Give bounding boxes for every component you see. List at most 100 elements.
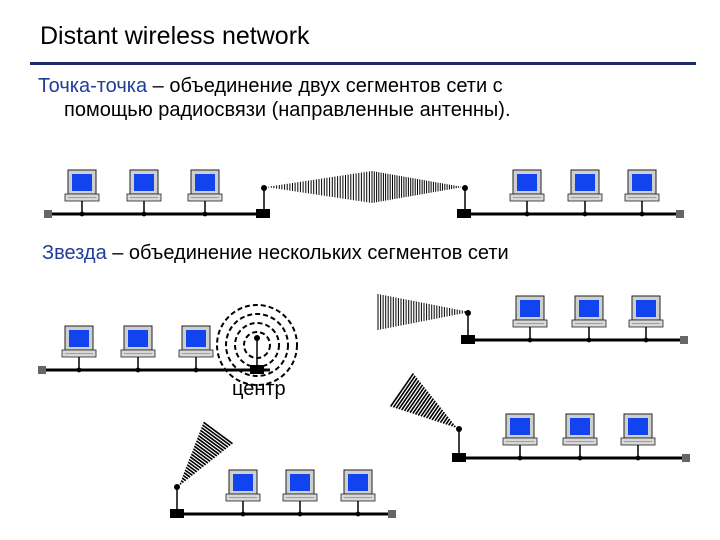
beam-stroke (417, 395, 433, 416)
beam-stroke (190, 453, 207, 466)
computer (64, 169, 100, 218)
beam-stroke (202, 424, 231, 447)
beam-stroke (439, 413, 447, 424)
beam-stroke (189, 456, 204, 468)
point-to-point-term: Точка-точка (38, 75, 148, 97)
beam-stroke (183, 472, 191, 478)
beam-stroke (442, 416, 449, 424)
computer (340, 469, 376, 518)
beam-stroke (453, 425, 456, 428)
computer (571, 295, 607, 344)
segment-star-bottom (170, 421, 396, 518)
computer (225, 469, 261, 518)
beam-stroke (184, 469, 193, 477)
beam-stroke (192, 448, 211, 462)
antenna-left (256, 185, 270, 218)
computer (61, 325, 97, 374)
computer (178, 325, 214, 374)
terminator (680, 336, 688, 344)
computer (620, 413, 656, 462)
beam-stroke (194, 442, 216, 459)
segment-star-left (38, 325, 270, 374)
computer (509, 169, 545, 218)
center-label: центр (232, 378, 286, 400)
beam-stroke (198, 432, 225, 452)
beam-stroke (180, 480, 184, 484)
beam-stroke (428, 404, 440, 420)
beam-stroke (436, 411, 445, 423)
terminator (388, 510, 396, 518)
directional-beam-bottom (179, 421, 233, 485)
beam-stroke (406, 386, 425, 413)
center-antenna (216, 304, 298, 386)
beam-stroke (448, 420, 453, 426)
computer (562, 413, 598, 462)
computer (126, 169, 162, 218)
point-to-point-text-line2: помощью радиосвязи (направленные антенны… (64, 99, 511, 121)
beam-stroke (401, 382, 422, 411)
beam-stroke (395, 377, 418, 409)
beam-stroke (203, 421, 233, 445)
terminator (44, 210, 52, 218)
directional-beam-right (371, 171, 462, 203)
directional-beam-upper-right (377, 294, 468, 330)
point-to-point-description: Точка-точка – объединение двух сегментов… (38, 74, 678, 122)
antenna-star-bottom (170, 484, 184, 518)
beam-stroke (182, 474, 189, 480)
computer (502, 413, 538, 462)
computer (628, 295, 664, 344)
computer (567, 169, 603, 218)
beam-stroke (196, 437, 220, 455)
antenna-star-lower-right (452, 426, 466, 462)
beam-stroke (187, 461, 200, 471)
star-term: Звезда (42, 242, 107, 264)
beam-stroke (420, 398, 435, 417)
beam-stroke (425, 402, 438, 419)
beam-stroke (414, 393, 431, 415)
segment-star-lower-right (389, 373, 690, 462)
beam-stroke (179, 482, 182, 485)
computer (282, 469, 318, 518)
beam-stroke (450, 423, 455, 427)
beam-stroke (431, 407, 442, 421)
beam-stroke (389, 373, 415, 407)
beam-stroke (403, 384, 424, 412)
computer (624, 169, 660, 218)
beam-stroke (201, 426, 229, 448)
directional-beam-left (268, 171, 373, 203)
title-rule (30, 62, 696, 65)
beam-stroke (398, 379, 420, 410)
beam-stroke (434, 409, 444, 422)
star-description: Звезда – объединение нескольких сегменто… (42, 242, 509, 265)
beam-stroke (199, 429, 227, 450)
terminator (38, 366, 46, 374)
antenna-star-upper-right (461, 310, 475, 344)
directional-beam-lower-right (389, 373, 456, 428)
beam-stroke (186, 464, 198, 473)
computer (120, 325, 156, 374)
beam-stroke (423, 400, 436, 418)
slide-title: Distant wireless network (40, 22, 310, 50)
antenna-right (457, 185, 471, 218)
terminator (676, 210, 684, 218)
beam-stroke (193, 445, 213, 461)
beam-stroke (195, 440, 218, 457)
beam-stroke (409, 388, 427, 414)
beam-stroke (412, 391, 429, 415)
segment-star-upper-right (377, 294, 688, 344)
segment-left-top (44, 169, 373, 218)
beam-stroke (181, 477, 187, 482)
terminator (682, 454, 690, 462)
beam-stroke (197, 434, 222, 454)
segment-right-top (371, 169, 684, 218)
beam-stroke (185, 466, 196, 475)
point-to-point-text-line1: – объединение двух сегментов сети с (147, 75, 503, 97)
beam-stroke (188, 458, 202, 470)
beam-stroke (191, 450, 209, 464)
beam-stroke (392, 375, 416, 408)
beam-stroke (445, 418, 451, 425)
star-text: – объединение нескольких сегментов сети (106, 242, 509, 264)
computer (512, 295, 548, 344)
computer (187, 169, 223, 218)
